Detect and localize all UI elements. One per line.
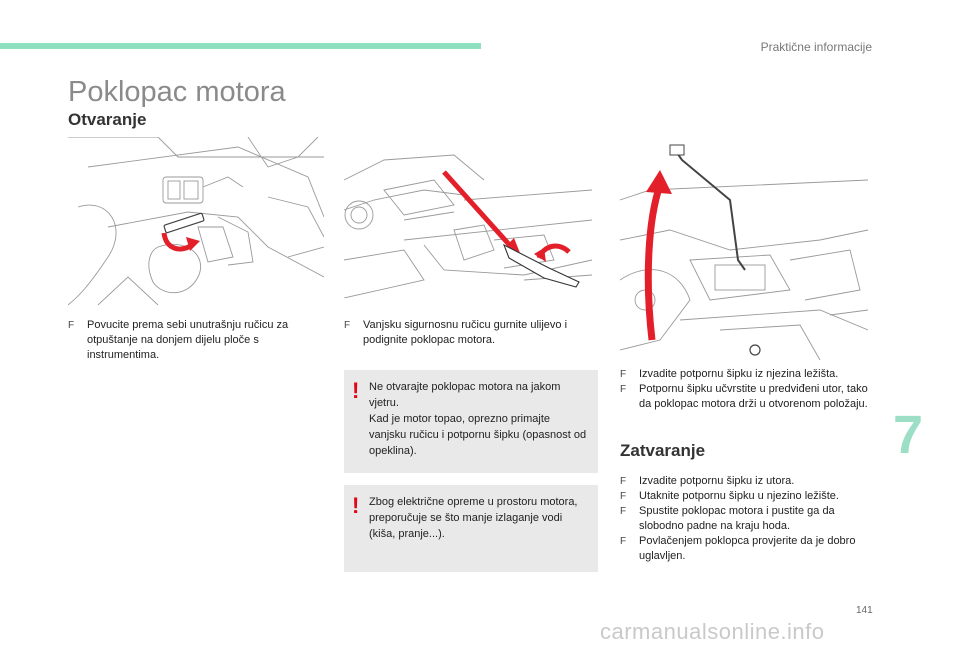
closing-step-2: Utaknite potpornu šipku u njezino ležišt… [639,490,839,502]
bullet-marker: F [620,536,627,547]
exterior-safety-catch-illustration [344,154,592,298]
opening-heading: Otvaranje [68,110,147,129]
list-item: F Izvadite potpornu šipku iz njezina leži… [620,367,870,382]
bullet-marker: F [620,384,627,395]
bullet-marker: F [620,369,627,380]
step3-text-2: Potpornu šipku učvrstite u predviđeni ut… [639,383,868,410]
bullet-marker: F [620,476,627,487]
list-item: F Utaknite potpornu šipku u njezino ležiš… [620,489,870,504]
warning-text-wind: Ne otvarajte poklopac motora na jakom vj… [369,381,587,457]
bullet-marker: F [620,491,627,502]
warning-icon: ! [352,378,360,403]
watermark: carmanualsonline.info [600,619,825,644]
bullet-marker: F [344,320,351,331]
support-rod-illustration [620,144,868,360]
chapter-number: 7 [893,405,924,465]
page-title: Poklopac motora [68,76,286,108]
list-item: F Spustite poklopac motora i pustite ga d… [620,504,870,534]
step2-list: F Vanjsku sigurnosnu ručicu gurnite ulije… [344,318,594,348]
bullet-marker: F [620,506,627,517]
bullet-marker: F [68,320,75,331]
step3-text-1: Izvadite potpornu šipku iz njezina ležiš… [639,368,839,380]
step2-text: Vanjsku sigurnosnu ručicu gurnite ulijev… [363,319,568,346]
closing-steps-list: F Izvadite potpornu šipku iz utora. F Utak… [620,474,870,564]
list-item: F Izvadite potpornu šipku iz utora. [620,474,870,489]
page-number: 141 [856,605,873,616]
warning-text-water: Zbog električne opreme u prostoru motora… [369,496,578,540]
list-item: F Povlačenjem poklopca provjerite da je d… [620,534,870,564]
section-title: Praktične informacije [760,40,872,54]
warning-box-wind: ! Ne otvarajte poklopac motora na jakom … [344,370,598,473]
closing-step-4: Povlačenjem poklopca provjerite da je do… [639,535,856,562]
list-item: F Potpornu šipku učvrstite u predviđeni u… [620,382,870,412]
step1-list: F Povucite prema sebi unutrašnju ručicu z… [68,318,308,363]
step3-list: F Izvadite potpornu šipku iz njezina leži… [620,367,870,412]
header-accent-bar [0,43,481,49]
closing-heading: Zatvaranje [620,441,706,460]
list-item: F Povucite prema sebi unutrašnju ručicu z… [68,318,308,363]
list-item: F Vanjsku sigurnosnu ručicu gurnite ulije… [344,318,594,348]
warning-box-water: ! Zbog električne opreme u prostoru moto… [344,485,598,572]
closing-step-1: Izvadite potpornu šipku iz utora. [639,475,795,487]
step1-text: Povucite prema sebi unutrašnju ručicu za… [87,319,289,361]
warning-icon: ! [352,493,360,518]
interior-release-lever-illustration [68,137,324,305]
closing-step-3: Spustite poklopac motora i pustite ga da… [639,505,835,532]
